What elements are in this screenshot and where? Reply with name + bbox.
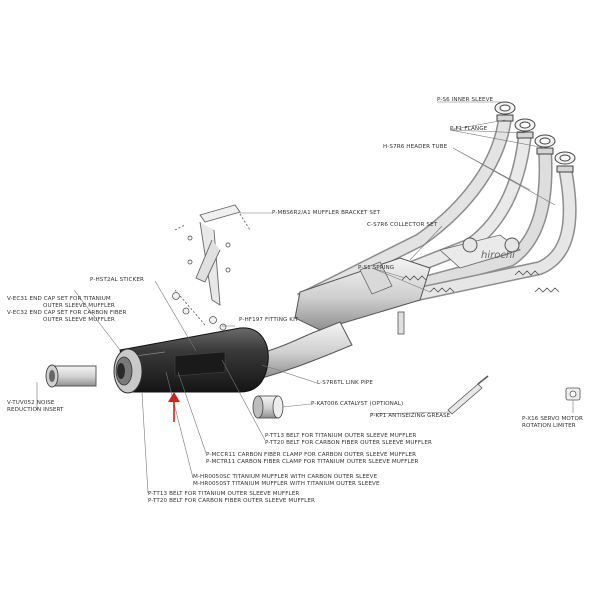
label-clamp-line1: P-MCCR11 CARBON FIBER CLAMP FOR CARBON O… [206, 452, 417, 458]
muffler-drawing [113, 327, 269, 394]
label-belt-a-line1: P-TT13 BELT FOR TITANIUM OUTER SLEEVE MU… [265, 433, 417, 439]
label-muffler-line2: M-HR0050ST TITANIUM MUFFLER WITH TITANIU… [193, 481, 380, 487]
header-pipes-drawing [296, 116, 577, 307]
label-inner-sleeve: P-S6 INNER SLEEVE [437, 97, 494, 103]
label-end-cap-ti-line1: V-EC31 END CAP SET FOR TITANIUM [7, 296, 111, 302]
label-flange: P-F1 FLANGE [450, 126, 488, 132]
label-link-pipe: L-S7R6TL LINK PIPE [317, 380, 374, 386]
label-grease: P-KP1 ANTISEIZING GREASE [370, 413, 451, 419]
catalyst-drawing [252, 395, 284, 419]
noise-insert-drawing [45, 364, 97, 388]
label-header-tube: H-S7R6 HEADER TUBE [383, 144, 448, 150]
label-belt-b-line1: P-TT13 BELT FOR TITANIUM OUTER SLEEVE MU… [148, 491, 300, 497]
label-servo-line1: P-X16 SERVO MOTOR [522, 416, 583, 422]
collector-drawing [294, 234, 521, 331]
label-muffler-line1: M-HR0050SC TITANIUM MUFFLER WITH CARBON … [193, 474, 378, 480]
label-catalyst: P-KAT006 CATALYST (OPTIONAL) [311, 401, 404, 407]
label-noise-line1: V-TUV052 NOISE [7, 400, 55, 406]
label-noise-line2: REDUCTION INSERT [7, 407, 64, 413]
muffler-bracket-drawing [174, 204, 251, 326]
grease-tube-drawing [447, 375, 489, 415]
red-arrow-icon [168, 392, 180, 422]
label-muffler-bracket: P-MBS6R2/A1 MUFFLER BRACKET SET [272, 210, 381, 216]
watermark: hirochi [481, 250, 515, 261]
servo-limiter-drawing [565, 387, 581, 401]
label-end-cap-cf-line1: V-EC32 END CAP SET FOR CARBON FIBER [7, 310, 127, 316]
label-clamp-line2: P-MCTR11 CARBON FIBER CLAMP FOR TITANIUM… [206, 459, 419, 465]
label-belt-a-line2: P-TT20 BELT FOR CARBON FIBER OUTER SLEEV… [265, 440, 432, 446]
label-spring: P-S1 SPRING [358, 265, 395, 271]
springs-drawing [401, 270, 560, 293]
label-end-cap-ti-line2: OUTER SLEEVE MUFFLER [43, 303, 115, 309]
label-servo-line2: ROTATION LIMITER [522, 423, 576, 429]
flanges-drawing [494, 101, 576, 173]
leader-lines [36, 101, 574, 494]
label-end-cap-cf-line2: OUTER SLEEVE MUFFLER [43, 317, 115, 323]
label-fitting-kit: P-HF197 FITTING KIT [239, 317, 299, 323]
label-collector: C-S7R6 COLLECTOR SET [367, 222, 438, 228]
fitting-kit-drawing [172, 292, 227, 331]
label-belt-b-line2: P-TT20 BELT FOR CARBON FIBER OUTER SLEEV… [148, 498, 315, 504]
label-sticker: P-HST2AL STICKER [90, 277, 144, 283]
